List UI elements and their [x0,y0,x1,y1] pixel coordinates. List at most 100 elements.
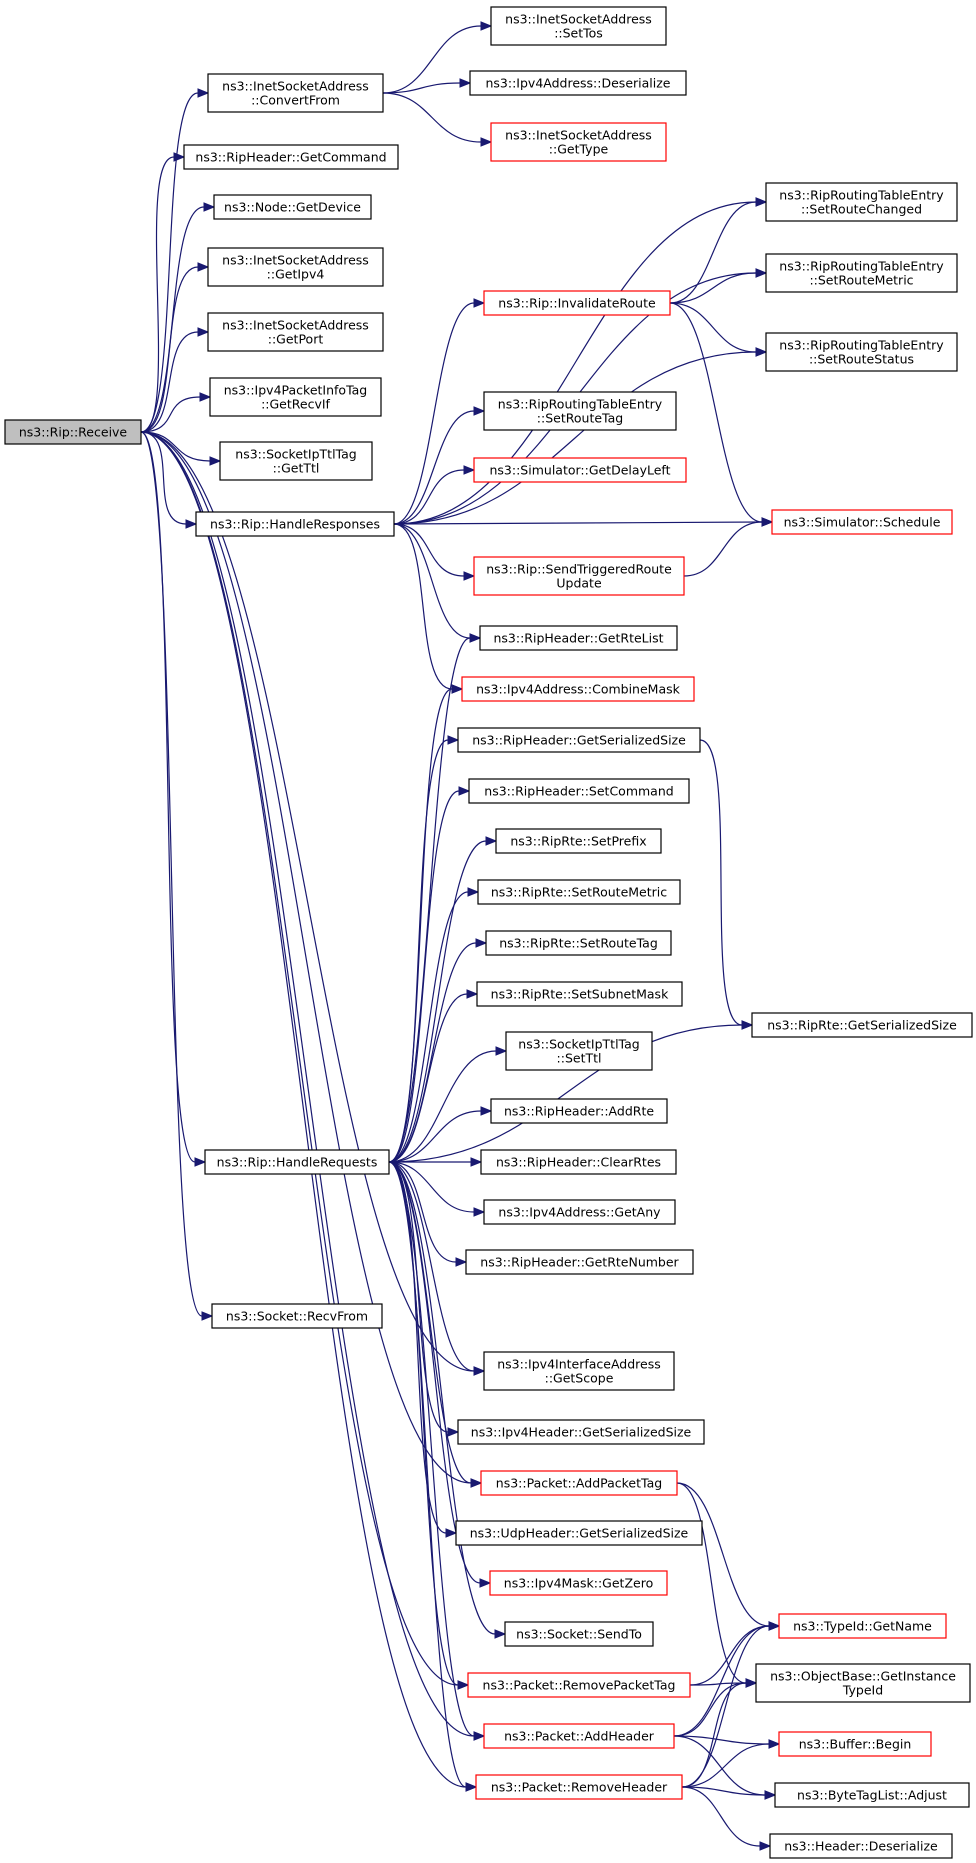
node-getRecvIf[interactable]: ns3::Ipv4PacketInfoTag::GetRecvIf [209,377,382,417]
node-rteSetRouteMetric[interactable]: ns3::RipRte::SetRouteMetric [477,879,681,905]
node-removePacketTag[interactable]: ns3::Packet::RemovePacketTag [467,1672,691,1698]
node-getScope[interactable]: ns3::Ipv4InterfaceAddress::GetScope [483,1351,675,1391]
edge-invalidateRoute-to-setRouteChanged [669,197,768,304]
edge-line [669,201,757,304]
node-rteSetRouteTag[interactable]: ns3::RipRte::SetRouteTag [485,930,672,956]
edge-line [393,523,453,690]
node-box [765,253,958,293]
node-setRouteTagEntry[interactable]: ns3::RipRoutingTableEntry::SetRouteTag [483,391,677,431]
node-setRouteStatus[interactable]: ns3::RipRoutingTableEntry::SetRouteStatu… [765,332,958,372]
node-box [495,828,662,854]
node-ripHeaderSerSize[interactable]: ns3::RipHeader::GetSerializedSize [457,727,701,753]
edge-line [681,1786,761,1847]
node-box [483,391,677,431]
node-receive[interactable]: ns3::Rip::Receive [4,419,142,445]
node-getRteList[interactable]: ns3::RipHeader::GetRteList [479,625,678,651]
node-box [751,1012,973,1038]
node-getDelayLeft[interactable]: ns3::Simulator::GetDelayLeft [473,457,687,483]
node-label-line: ns3::RipRte::SetRouteTag [499,936,658,951]
edge-line [140,431,475,1372]
edge-invalidateRoute-to-setRouteMetricEntry [669,268,768,304]
node-setCommand[interactable]: ns3::RipHeader::SetCommand [468,778,690,804]
node-getPort[interactable]: ns3::InetSocketAddress::GetPort [207,312,384,352]
node-getAny[interactable]: ns3::Ipv4Address::GetAny [483,1199,676,1225]
node-box [477,879,681,905]
arrowhead-icon [467,887,480,897]
node-combineMask[interactable]: ns3::Ipv4Address::CombineMask [461,676,695,702]
edge-line [673,1682,747,1737]
node-setTtl[interactable]: ns3::SocketIpTtlTag::SetTtl [505,1031,653,1071]
node-getCommand[interactable]: ns3::RipHeader::GetCommand [183,144,399,170]
node-box [485,930,672,956]
node-label-line: ns3::Ipv4Address::GetAny [498,1205,661,1220]
node-box [204,1149,390,1175]
node-setSubnetMask[interactable]: ns3::RipRte::SetSubnetMask [476,981,683,1007]
node-addRte[interactable]: ns3::RipHeader::AddRte [490,1098,668,1124]
edge-line [140,431,467,1788]
arrowhead-icon [480,21,493,31]
node-ipv4HeaderSerSize[interactable]: ns3::Ipv4Header::GetSerializedSize [457,1419,705,1445]
node-label-line: ns3::Rip::InvalidateRoute [498,296,656,311]
node-setTos[interactable]: ns3::InetSocketAddress::SetTos [490,6,667,46]
node-label-line: ns3::Socket::SendTo [516,1627,642,1642]
edge-handleRequests-to-addHeader [388,1161,486,1741]
node-handleRequests[interactable]: ns3::Rip::HandleRequests [204,1149,390,1175]
edge-receive-to-getIpv4 [140,262,210,433]
node-label-line: ::GetPort [268,332,324,347]
node-getIpv4[interactable]: ns3::InetSocketAddress::GetIpv4 [207,247,384,287]
node-getZero[interactable]: ns3::Ipv4Mask::GetZero [489,1570,668,1596]
node-setRouteMetricEntry[interactable]: ns3::RipRoutingTableEntry::SetRouteMetri… [765,253,958,293]
node-label-line: ns3::Packet::AddPacketTag [496,1476,662,1491]
node-convertFrom[interactable]: ns3::InetSocketAddress::ConvertFrom [207,73,384,113]
node-getType[interactable]: ns3::InetSocketAddress::GetType [490,122,667,162]
node-invalidateRoute[interactable]: ns3::Rip::InvalidateRoute [483,290,671,316]
node-label-line: ns3::InetSocketAddress [222,79,369,94]
arrowhead-icon [455,1257,468,1267]
arrowhead-icon [755,268,768,278]
edge-line [673,1735,770,1745]
node-getTtl[interactable]: ns3::SocketIpTtlTag::GetTtl [219,441,373,481]
node-headerDeserialize[interactable]: ns3::Header::Deserialize [769,1833,953,1859]
node-box [461,676,695,702]
edge-handleRequests-to-setSubnetMask [388,989,479,1163]
node-box [457,1419,705,1445]
node-addPacketTag[interactable]: ns3::Packet::AddPacketTag [480,1470,678,1496]
node-sendTo[interactable]: ns3::Socket::SendTo [504,1621,654,1647]
arrowhead-icon [203,202,216,212]
edge-handleRequests-to-ripHeaderSerSize [388,735,460,1163]
node-ripRteSerSize[interactable]: ns3::RipRte::GetSerializedSize [751,1012,973,1038]
node-setRouteChanged[interactable]: ns3::RipRoutingTableEntry::SetRouteChang… [765,182,958,222]
edge-line [393,410,475,525]
node-byteTagAdjust[interactable]: ns3::ByteTagList::Adjust [774,1782,970,1808]
edge-line [393,351,757,525]
node-box [480,1149,677,1175]
node-clearRtes[interactable]: ns3::RipHeader::ClearRtes [480,1149,677,1175]
node-getDevice[interactable]: ns3::Node::GetDevice [213,194,372,220]
node-getRteNumber[interactable]: ns3::RipHeader::GetRteNumber [465,1249,694,1275]
edge-handleResponses-to-schedule [393,517,774,527]
edge-addHeader-to-byteTagAdjust [673,1735,777,1800]
node-schedule[interactable]: ns3::Simulator::Schedule [771,509,953,535]
node-typeIdGetName[interactable]: ns3::TypeId::GetName [778,1613,947,1639]
edge-removeHeader-to-getInstanceTypeId [681,1678,758,1788]
node-handleResponses[interactable]: ns3::Rip::HandleResponses [195,511,395,537]
node-bufferBegin[interactable]: ns3::Buffer::Begin [778,1731,932,1757]
node-label-line: TypeId [842,1683,883,1698]
node-setPrefix[interactable]: ns3::RipRte::SetPrefix [495,828,662,854]
edge-line [382,92,482,143]
edge-line [388,840,487,1163]
node-box [479,625,678,651]
arrowhead-icon [479,1578,492,1588]
node-deserializeAddr[interactable]: ns3::Ipv4Address::Deserialize [469,70,687,96]
edge-handleRequests-to-getRteList [388,633,482,1163]
edge-line [388,1161,467,1788]
node-removeHeader[interactable]: ns3::Packet::RemoveHeader [475,1774,683,1800]
node-recvFrom[interactable]: ns3::Socket::RecvFrom [211,1303,383,1329]
edge-line [388,891,469,1163]
edge-handleResponses-to-invalidateRoute [393,298,486,525]
node-addHeader[interactable]: ns3::Packet::AddHeader [483,1723,675,1749]
node-udpHeaderSerSize[interactable]: ns3::UdpHeader::GetSerializedSize [455,1520,703,1546]
node-label-line: ns3::TypeId::GetName [793,1619,932,1634]
